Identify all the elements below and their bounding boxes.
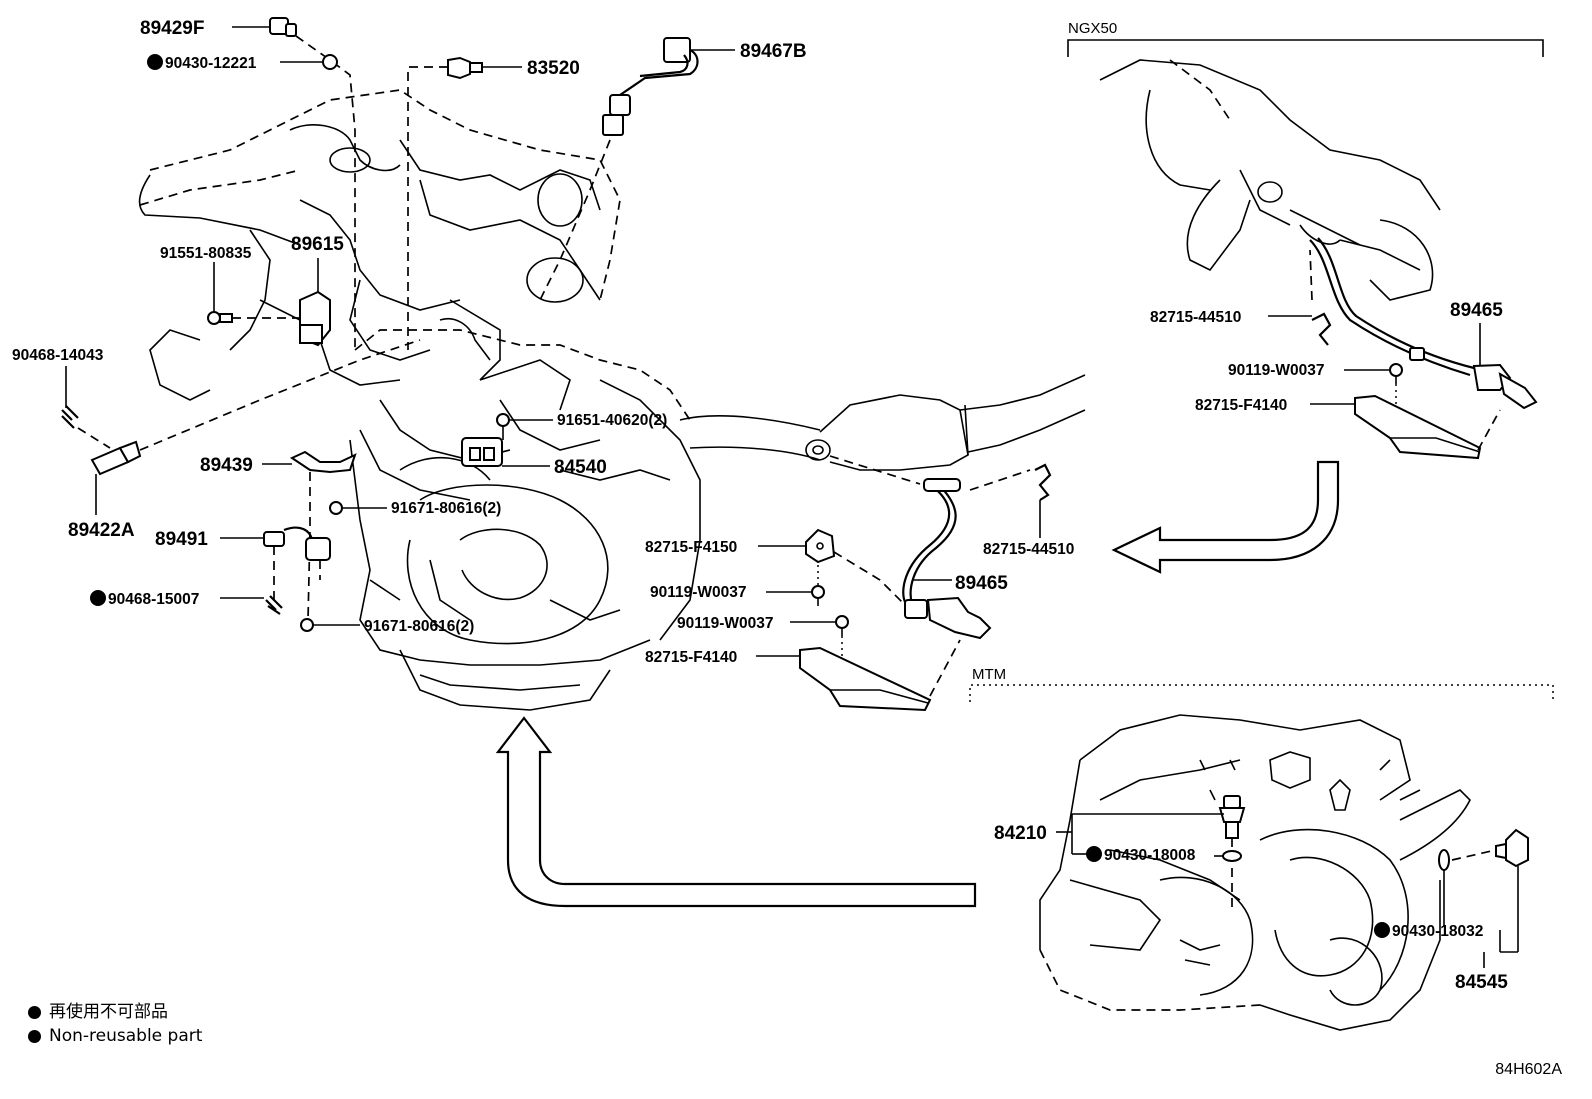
legend-row-jp: 再使用不可部品 <box>28 1000 202 1024</box>
legend: 再使用不可部品 Non-reusable part <box>28 1000 202 1048</box>
legend-text-en: Non-reusable part <box>49 1026 203 1046</box>
label-82715-44510-main: 82715-44510 <box>983 541 1074 558</box>
non-reusable-marker <box>1086 846 1102 862</box>
part-90119-W0037-lower[interactable]: 90119-W0037 <box>677 615 849 636</box>
label-89615: 89615 <box>291 234 344 255</box>
part-90468-14043[interactable]: 90468-14043 <box>12 347 104 429</box>
non-reusable-marker <box>147 54 163 70</box>
part-89465-main[interactable]: 89465 <box>902 478 1008 640</box>
label-90430-18008: 90430-18008 <box>1104 847 1196 864</box>
label-89422A: 89422A <box>68 520 135 541</box>
part-91671-80616-lower[interactable]: 91671-80616(2) <box>300 618 474 635</box>
mtm-to-main-arrow <box>495 716 977 908</box>
label-82715-44510-inset: 82715-44510 <box>1150 309 1241 326</box>
part-90430-18032[interactable]: 90430-18032 <box>1374 849 1483 940</box>
label-84540: 84540 <box>554 457 607 478</box>
part-82715-F4140-inset[interactable]: 82715-F4140 <box>1195 394 1482 460</box>
label-90119-W0037-inset: 90119-W0037 <box>1228 362 1325 379</box>
part-90430-18008[interactable]: 90430-18008 <box>1072 846 1242 864</box>
exhaust-pipe-illustration <box>679 374 1086 471</box>
label-83520: 83520 <box>527 58 580 79</box>
part-82715-F4150[interactable]: 82715-F4150 <box>645 528 836 564</box>
part-82715-44510-inset[interactable]: 82715-44510 <box>1150 309 1332 346</box>
label-84545: 84545 <box>1455 972 1508 993</box>
part-91671-80616-upper[interactable]: 91671-80616(2) <box>329 500 501 517</box>
part-89439[interactable]: 89439 <box>200 450 357 476</box>
part-84540[interactable]: 84540 <box>461 437 607 478</box>
label-82715-F4140-main: 82715-F4140 <box>645 649 737 666</box>
part-91551-80835[interactable]: 91551-80835 <box>160 245 252 325</box>
label-90119-W0037-lower: 90119-W0037 <box>677 615 774 632</box>
label-91671-80616-lower: 91671-80616(2) <box>364 618 474 635</box>
figure-id: 84H602A <box>1495 1061 1562 1078</box>
non-reusable-dot-icon <box>28 1029 41 1043</box>
non-reusable-dot-icon <box>28 1005 41 1019</box>
ngx50-to-main-arrow <box>1111 460 1340 574</box>
label-90119-W0037-upper: 90119-W0037 <box>650 584 747 601</box>
label-89465-inset: 89465 <box>1450 300 1503 321</box>
label-91651-40620: 91651-40620(2) <box>557 412 667 429</box>
part-84210[interactable]: 84210 <box>994 795 1246 854</box>
label-90430-12221: 90430-12221 <box>165 55 257 72</box>
part-84545[interactable]: 84545 <box>1455 828 1529 993</box>
part-89467B[interactable]: 89467B <box>602 37 807 136</box>
label-89439: 89439 <box>200 455 253 476</box>
part-82715-44510-main[interactable]: 82715-44510 <box>983 463 1074 558</box>
part-89422A[interactable]: 89422A <box>68 440 142 541</box>
part-90430-12221[interactable]: 90430-12221 <box>147 54 338 72</box>
part-91651-40620[interactable]: 91651-40620(2) <box>496 412 667 440</box>
mtm-section-label: MTM <box>972 666 1006 683</box>
part-89491[interactable]: 89491 <box>155 526 331 561</box>
part-89465-inset[interactable]: 89465 <box>1309 237 1538 410</box>
part-89615[interactable]: 89615 <box>291 234 344 347</box>
label-89467B: 89467B <box>740 41 807 62</box>
label-90468-14043: 90468-14043 <box>12 347 104 364</box>
ngx50-section-label: NGX50 <box>1068 20 1117 37</box>
label-91671-80616-upper: 91671-80616(2) <box>391 500 501 517</box>
label-82715-F4150: 82715-F4150 <box>645 539 737 556</box>
part-90468-15007[interactable]: 90468-15007 <box>90 590 283 615</box>
part-83520[interactable]: 83520 <box>447 56 580 80</box>
ngx50-inset: NGX50 82715-44510 89465 <box>1067 20 1544 460</box>
label-84210: 84210 <box>994 823 1047 844</box>
legend-text-jp: 再使用不可部品 <box>49 1002 168 1022</box>
label-91551-80835: 91551-80835 <box>160 245 252 262</box>
label-89491: 89491 <box>155 529 208 550</box>
engine-assembly-illustration <box>138 89 701 711</box>
part-90119-W0037-upper[interactable]: 90119-W0037 <box>650 584 825 606</box>
non-reusable-marker <box>90 590 106 606</box>
part-90119-W0037-inset[interactable]: 90119-W0037 <box>1228 362 1403 384</box>
part-82715-F4140-main[interactable]: 82715-F4140 <box>645 646 932 712</box>
label-90430-18032: 90430-18032 <box>1392 923 1483 940</box>
legend-row-en: Non-reusable part <box>28 1024 202 1048</box>
label-89429F: 89429F <box>140 18 204 39</box>
label-82715-F4140-inset: 82715-F4140 <box>1195 397 1287 414</box>
label-90468-15007: 90468-15007 <box>108 591 199 608</box>
non-reusable-marker <box>1374 922 1390 938</box>
part-89429F[interactable]: 89429F <box>140 17 297 39</box>
mtm-inset: MTM <box>969 666 1554 1031</box>
label-89465-main: 89465 <box>955 573 1008 594</box>
